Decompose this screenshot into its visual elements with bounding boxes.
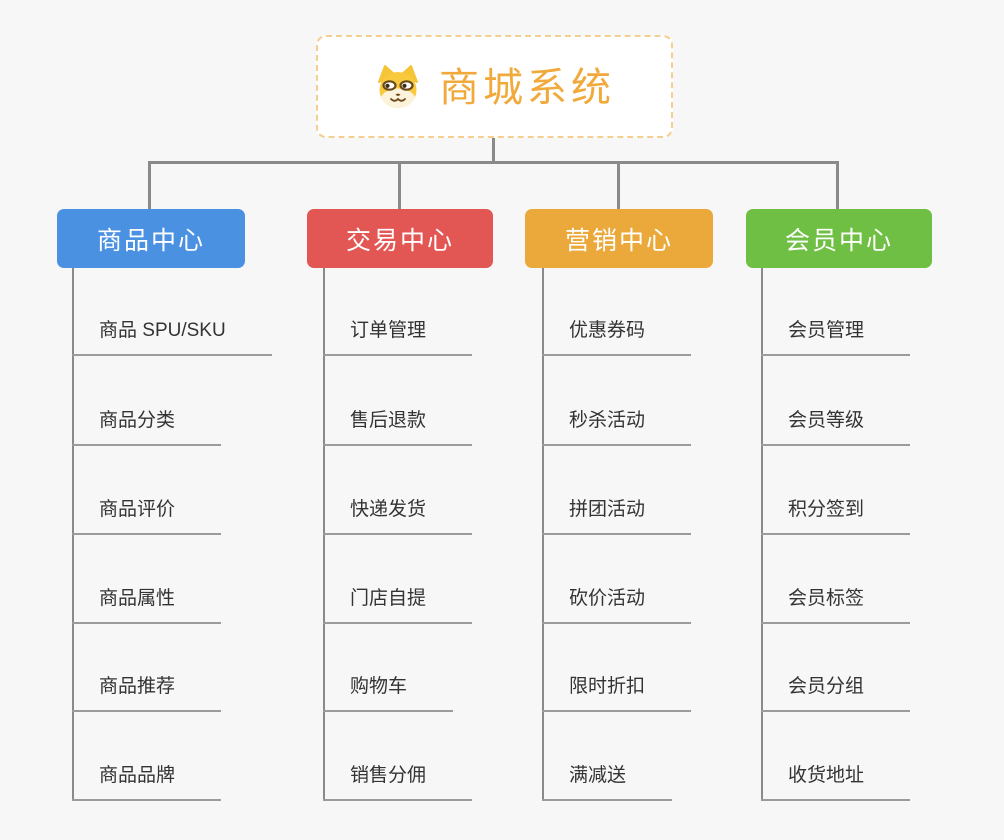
connector-drop-branch-1: [148, 161, 151, 210]
leaf-node[interactable]: 会员分组: [761, 674, 911, 712]
leaf-node[interactable]: 砍价活动: [542, 586, 692, 624]
leaf-node[interactable]: 会员标签: [761, 586, 911, 624]
leaf-node[interactable]: 商品分类: [72, 408, 222, 446]
connector-drop-branch-3: [617, 161, 620, 210]
branch-header-trade-center[interactable]: 交易中心: [307, 209, 493, 268]
leaf-node[interactable]: 满减送: [542, 763, 673, 801]
leaf-node[interactable]: 限时折扣: [542, 674, 692, 712]
branch-label: 会员中心: [784, 226, 893, 255]
connector-bus-line: [148, 161, 839, 164]
root-node[interactable]: 商城系统: [316, 35, 673, 138]
leaf-node[interactable]: 销售分佣: [323, 763, 473, 801]
connector-drop-branch-2: [398, 161, 401, 210]
branch-header-product-center[interactable]: 商品中心: [57, 209, 245, 268]
leaf-node[interactable]: 购物车: [323, 674, 454, 712]
leaf-node[interactable]: 会员管理: [761, 318, 911, 356]
leaf-node[interactable]: 商品品牌: [72, 763, 222, 801]
leaf-node[interactable]: 会员等级: [761, 408, 911, 446]
leaf-node[interactable]: 快递发货: [323, 497, 473, 535]
leaf-node[interactable]: 拼团活动: [542, 497, 692, 535]
branch-header-marketing-center[interactable]: 营销中心: [525, 209, 713, 268]
branch-header-member-center[interactable]: 会员中心: [746, 209, 932, 268]
leaf-node[interactable]: 商品推荐: [72, 674, 222, 712]
leaf-node[interactable]: 商品 SPU/SKU: [72, 318, 272, 356]
leaf-node[interactable]: 积分签到: [761, 497, 911, 535]
leaf-node[interactable]: 订单管理: [323, 318, 473, 356]
leaf-node[interactable]: 收货地址: [761, 763, 911, 801]
leaf-node[interactable]: 优惠券码: [542, 318, 692, 356]
leaf-node[interactable]: 商品属性: [72, 586, 222, 624]
root-title: 商城系统: [439, 65, 615, 110]
leaf-node[interactable]: 门店自提: [323, 586, 473, 624]
connector-drop-branch-4: [836, 161, 839, 210]
branch-label: 交易中心: [345, 226, 454, 255]
dog-face-icon: [374, 64, 422, 110]
branch-label: 商品中心: [96, 226, 205, 255]
leaf-node[interactable]: 售后退款: [323, 408, 473, 446]
leaf-node[interactable]: 秒杀活动: [542, 408, 692, 446]
connector-root-stub: [492, 137, 495, 164]
branch-label: 营销中心: [564, 226, 673, 255]
leaf-node[interactable]: 商品评价: [72, 497, 222, 535]
